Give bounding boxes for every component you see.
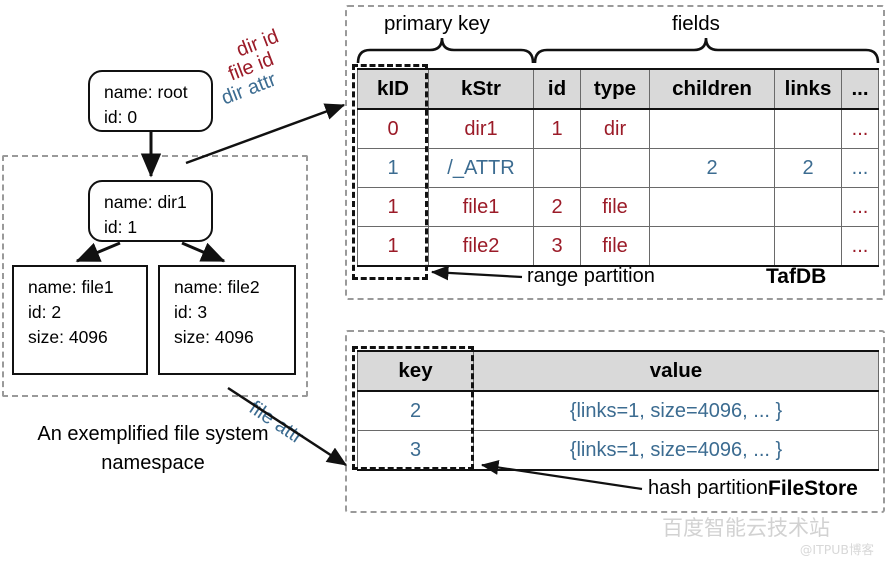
tree-node-file1[interactable]: name: file1 id: 2 size: 4096 bbox=[12, 265, 148, 375]
cell-kstr: file2 bbox=[428, 226, 534, 267]
tree-node-dir1[interactable]: name: dir1 id: 1 bbox=[88, 180, 213, 242]
cell-links bbox=[774, 187, 842, 227]
cell-children bbox=[649, 226, 775, 267]
node-file2-line1: name: file2 bbox=[174, 277, 260, 297]
cell-children: 2 bbox=[649, 148, 775, 188]
table-row[interactable]: 0 dir1 1 dir ... bbox=[357, 108, 879, 149]
table-row[interactable]: 1 file2 3 file ... bbox=[357, 226, 879, 267]
table-row[interactable]: 1 /_ATTR 2 2 ... bbox=[357, 148, 879, 188]
cell-value: {links=1, size=4096, ... } bbox=[473, 430, 879, 471]
cell-id: 2 bbox=[533, 187, 581, 227]
tafdb-col-more[interactable]: ... bbox=[841, 68, 879, 110]
cell-kstr: /_ATTR bbox=[428, 148, 534, 188]
cell-id: 3 bbox=[533, 226, 581, 267]
cell-kstr: dir1 bbox=[428, 108, 534, 149]
tafdb-brand-label: TafDB bbox=[766, 265, 827, 288]
node-root-line2: id: 0 bbox=[104, 107, 138, 127]
hash-partition-label: hash partition bbox=[648, 477, 769, 499]
watermark: 百度智能云技术站 @ITPUB博客 bbox=[610, 516, 882, 562]
tafdb-col-children[interactable]: children bbox=[649, 68, 775, 110]
node-dir1-line1: name: dir1 bbox=[104, 192, 187, 212]
tafdb-col-id[interactable]: id bbox=[533, 68, 581, 110]
cell-children bbox=[649, 187, 775, 227]
node-file2-line3: size: 4096 bbox=[174, 327, 254, 347]
tafdb-header-row: kID kStr id type children links ... bbox=[357, 68, 879, 110]
tafdb-col-kid[interactable]: kID bbox=[357, 68, 429, 110]
table-row[interactable]: 1 file1 2 file ... bbox=[357, 187, 879, 227]
brace-label-fields: fields bbox=[672, 12, 720, 35]
cell-more: ... bbox=[841, 187, 879, 227]
cell-children bbox=[649, 108, 775, 149]
filestore-col-value[interactable]: value bbox=[473, 350, 879, 392]
filestore-brand-label: FileStore bbox=[768, 477, 858, 500]
cell-id bbox=[533, 148, 581, 188]
node-root-line1: name: root bbox=[104, 82, 188, 102]
filestore-header-row: key value bbox=[357, 350, 879, 392]
tree-node-root[interactable]: name: root id: 0 bbox=[88, 70, 213, 132]
cell-type: file bbox=[580, 187, 650, 227]
node-file1-line1: name: file1 bbox=[28, 277, 114, 297]
cell-value: {links=1, size=4096, ... } bbox=[473, 390, 879, 431]
cell-links bbox=[774, 226, 842, 267]
cell-type: dir bbox=[580, 108, 650, 149]
tafdb-col-type[interactable]: type bbox=[580, 68, 650, 110]
cell-id: 1 bbox=[533, 108, 581, 149]
cell-links: 2 bbox=[774, 148, 842, 188]
cell-more: ... bbox=[841, 226, 879, 267]
cell-type bbox=[580, 148, 650, 188]
brace-label-primary-key: primary key bbox=[384, 12, 490, 35]
node-file1-line2: id: 2 bbox=[28, 302, 62, 322]
tafdb-dashed-region bbox=[345, 5, 885, 300]
filestore-hash-partition-outline bbox=[352, 346, 474, 470]
cell-more: ... bbox=[841, 108, 879, 149]
watermark-main: 百度智能云技术站 bbox=[662, 516, 830, 540]
node-dir1-line2: id: 1 bbox=[104, 217, 138, 237]
filestore-col-key[interactable]: key bbox=[357, 350, 474, 392]
tafdb-col-kstr[interactable]: kStr bbox=[428, 68, 534, 110]
watermark-sub: @ITPUB博客 bbox=[799, 542, 874, 557]
cell-more: ... bbox=[841, 148, 879, 188]
node-file2-line2: id: 3 bbox=[174, 302, 208, 322]
tree-node-file2[interactable]: name: file2 id: 3 size: 4096 bbox=[158, 265, 296, 375]
node-file1-line3: size: 4096 bbox=[28, 327, 108, 347]
cell-type: file bbox=[580, 226, 650, 267]
tafdb-col-links[interactable]: links bbox=[774, 68, 842, 110]
cell-links bbox=[774, 108, 842, 149]
tafdb-range-partition-outline bbox=[352, 64, 428, 280]
table-row[interactable]: 2 {links=1, size=4096, ... } bbox=[357, 390, 879, 431]
tafdb-table: kID kStr id type children links ... 0 di… bbox=[357, 68, 879, 267]
cell-kstr: file1 bbox=[428, 187, 534, 227]
namespace-caption: An exemplified file system namespace bbox=[37, 423, 269, 474]
range-partition-label: range partition bbox=[527, 265, 655, 287]
cell-kid: 1 bbox=[357, 226, 429, 267]
